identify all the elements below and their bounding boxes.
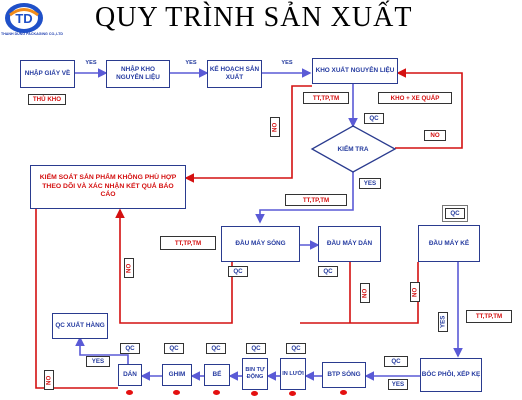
- tag-qc-in: QC: [286, 343, 306, 354]
- tag-tt-tp-tm-4: TT,TP,TM: [466, 310, 512, 323]
- edge-no-kiem-tra: [395, 68, 463, 149]
- tag-kho-xe-quap: KHO + XE QUẤP: [378, 92, 452, 104]
- link-dot: [251, 391, 258, 396]
- tag-no-right: NO: [424, 130, 446, 141]
- tag-qc-ke: QC: [442, 205, 468, 222]
- tag-qc-bin: QC: [246, 343, 266, 354]
- label-no-song: NO: [124, 258, 134, 278]
- tag-qc-boc: YES: [388, 379, 408, 390]
- edge-no-bottom: [31, 194, 118, 389]
- kiem-tra-diamond: [310, 125, 397, 173]
- logo-caption: THANH DUNG PACKAGING CO.,LTD: [1, 32, 63, 36]
- tag-qc-ghim: QC: [164, 343, 184, 354]
- link-dot: [126, 390, 133, 395]
- svg-text:TD: TD: [15, 11, 32, 26]
- label-no-dan: NO: [360, 283, 370, 303]
- tag-qc-be: QC: [206, 343, 226, 354]
- label-no-ke: NO: [410, 282, 420, 302]
- node-be: BẾ: [204, 364, 230, 386]
- tag-qc-song: QC: [228, 266, 248, 277]
- node-kiem-tra: KIỂM TRA: [337, 145, 369, 153]
- label-yes-boc: YES: [438, 312, 448, 332]
- node-kho-xuat: KHO XUẤT NGUYÊN LIỆU: [312, 58, 398, 84]
- tag-tt-tp-tm-1: TT,TP,TM: [303, 92, 349, 104]
- tag-qc-btp: QC: [384, 356, 408, 367]
- node-qc-xuat-hang: QC XUẤT HÀNG: [52, 313, 108, 339]
- node-in-luoi: IN LƯỚI: [280, 358, 306, 390]
- edge-kiem-tra-yes: [255, 172, 354, 224]
- node-boc-phoi: BÓC PHÔI, XẾP KẸ: [420, 358, 482, 392]
- node-bin-tu-dong: BIN TỰ ĐỘNG: [242, 358, 268, 390]
- tag-qc-1: QC: [364, 113, 384, 124]
- node-dau-may-dan: ĐẦU MÁY DÁN: [318, 226, 381, 262]
- link-dot: [289, 391, 296, 396]
- tag-thu-kho: THỦ KHO: [28, 94, 66, 105]
- company-logo: TD: [4, 2, 44, 38]
- label-yes-3: YES: [281, 59, 293, 66]
- node-nhap-giay: NHẬP GIẤY VỀ: [20, 60, 75, 88]
- label-no-bottom: NO: [44, 370, 54, 390]
- tag-tt-tp-tm-2: TT,TP,TM: [285, 194, 347, 206]
- edge-no-song: [115, 208, 233, 324]
- label-yes-2: YES: [185, 59, 197, 66]
- tag-qc-dan: QC: [318, 266, 338, 277]
- tag-qc-dan-2: QC: [120, 343, 140, 354]
- node-kiem-soat: KIỂM SOÁT SẢN PHẨM KHÔNG PHÙ HỢP THEO DÕ…: [30, 165, 186, 209]
- page-title: QUY TRÌNH SẢN XUẤT: [95, 2, 413, 33]
- node-btp-song: BTP SÓNG: [322, 362, 366, 388]
- label-no-kiem-tra: NO: [270, 117, 280, 137]
- link-dot: [213, 390, 220, 395]
- link-dot: [173, 390, 180, 395]
- node-ke-hoach: KẾ HOẠCH SẢN XUẤT: [207, 60, 262, 88]
- label-yes-kiem-tra: YES: [359, 178, 381, 189]
- node-dan: DÁN: [118, 364, 142, 386]
- link-dot: [340, 390, 347, 395]
- tag-tt-tp-tm-3: TT,TP,TM: [160, 236, 216, 250]
- node-ghim: GHIM: [162, 364, 192, 386]
- tag-yes-qc: YES: [86, 356, 110, 367]
- node-nhap-kho: NHẬP KHO NGUYÊN LIỆU: [106, 60, 170, 88]
- node-dau-may-ke: ĐẦU MÁY KẺ: [418, 225, 480, 262]
- node-dau-may-song: ĐẦU MÁY SÓNG: [221, 226, 300, 262]
- label-yes-1: YES: [85, 59, 97, 66]
- edge-dan-qc-xuat: [75, 336, 129, 364]
- edge-no-kho-xuat: [184, 85, 312, 183]
